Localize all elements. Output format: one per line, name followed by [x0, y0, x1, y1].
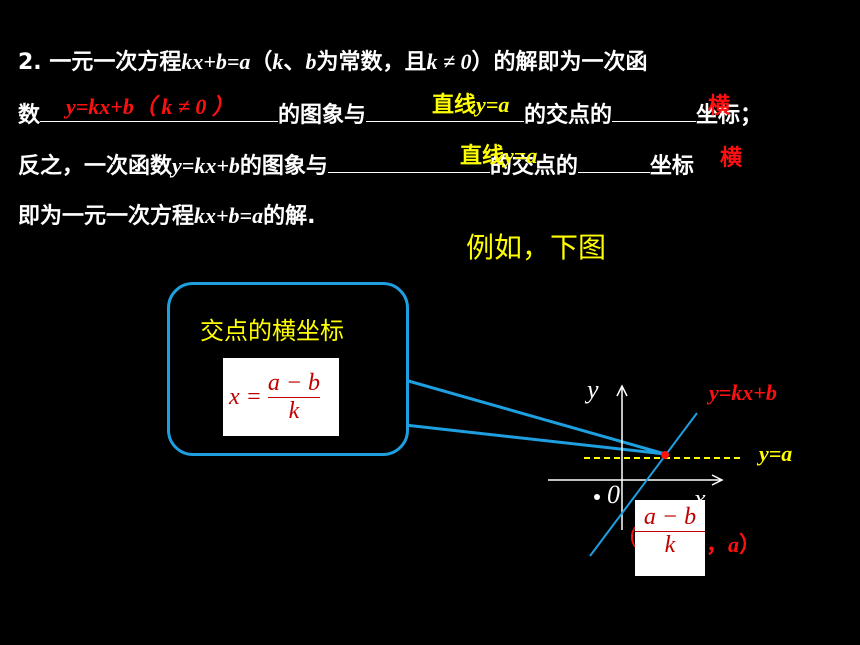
line1-b: b	[305, 49, 317, 74]
line2-mid1: 的图象与	[278, 103, 367, 128]
point-numerator: a − b	[643, 504, 697, 530]
line4-tail: 的解.	[263, 204, 316, 229]
point-a: a	[728, 532, 740, 557]
point-close-paren: ）	[739, 533, 762, 558]
line1-mid: 为常数，且	[316, 50, 427, 75]
origin-dot	[594, 494, 600, 500]
line2-prefix: 数	[18, 103, 41, 128]
line4-prefix: 即为一元一次方程	[18, 204, 195, 229]
point-denominator: k	[664, 532, 676, 558]
answer-2-text: 直线	[432, 93, 477, 118]
line3-mid2: 的交点的	[489, 154, 578, 179]
example-label: 例如，下图	[466, 231, 607, 264]
point-sep: ，	[706, 533, 729, 558]
callout-denominator: k	[288, 397, 300, 424]
line-4: 即为一元一次方程kx+b=a的解.	[18, 201, 315, 232]
blank-2	[366, 99, 525, 122]
answer-4: 直线y=a	[460, 138, 537, 170]
line4-equation: kx+b=a	[194, 203, 264, 228]
line3-mid1: 的图象与	[239, 154, 328, 179]
x-axis-arrow	[711, 474, 724, 486]
point-fraction: a − b k	[635, 500, 705, 576]
answer-5: 横	[720, 146, 743, 171]
graph-line-kx-b	[589, 412, 698, 557]
callout-numerator: a − b	[267, 369, 321, 396]
line1-paren: （	[250, 50, 273, 75]
blank-1	[40, 99, 279, 122]
line2-mid2: 的交点的	[524, 103, 613, 128]
intersection-point	[661, 451, 669, 459]
answer-3: 横	[708, 94, 731, 119]
line1-sep: 、	[283, 50, 306, 75]
callout-pointer-lower	[404, 423, 666, 456]
line3-equation: y=kx+b	[172, 153, 240, 178]
hline-label: y=a	[759, 441, 793, 466]
answer-4-eq: y=a	[504, 143, 538, 168]
answer-2-eq: y=a	[476, 92, 510, 117]
origin-label: 0	[607, 480, 620, 509]
line3-prefix: 反之，一次函数	[18, 154, 173, 179]
callout-formula: x = a − b k	[223, 358, 339, 436]
line3-tail: 坐标	[649, 154, 694, 179]
y-axis-arrow	[616, 384, 628, 397]
answer-4-text: 直线	[460, 144, 505, 169]
blank-3	[612, 99, 697, 122]
line-label: y=kx+b	[709, 380, 777, 405]
line1-k: k	[272, 49, 284, 74]
callout-pointer-upper	[404, 378, 666, 456]
line1-tail: ）的解即为一次函	[471, 50, 648, 75]
line1-prefix: 2. 一元一次方程	[18, 50, 182, 75]
line-1: 2. 一元一次方程kx+b=a（k、b为常数，且k ≠ 0）的解即为一次函	[18, 47, 648, 78]
line1-equation: kx+b=a	[181, 49, 251, 74]
answer-2: 直线y=a	[432, 87, 509, 119]
point-open-paren: (	[629, 525, 638, 550]
line2-tail: 坐标；	[696, 103, 763, 128]
blank-4	[327, 150, 490, 173]
x-axis-label: x	[694, 484, 706, 513]
callout-bubble: 交点的横坐标 x = a − b k	[167, 282, 409, 456]
line1-cond: k ≠ 0	[426, 49, 472, 74]
y-axis-label: y	[587, 375, 599, 404]
callout-fraction-bar	[267, 396, 321, 398]
callout-x-eq: x =	[229, 383, 262, 410]
point-y: ，a）	[706, 527, 761, 559]
line-3: 反之，一次函数y=kx+b的图象与 的交点的 坐标	[18, 150, 694, 182]
answer-1: y=kx+b（ k ≠ 0 ）	[66, 94, 234, 119]
callout-title: 交点的横坐标	[200, 317, 344, 345]
blank-5	[577, 150, 650, 173]
line-2: 数 的图象与 的交点的 坐标；	[18, 99, 762, 131]
point-fraction-bar	[635, 531, 705, 532]
